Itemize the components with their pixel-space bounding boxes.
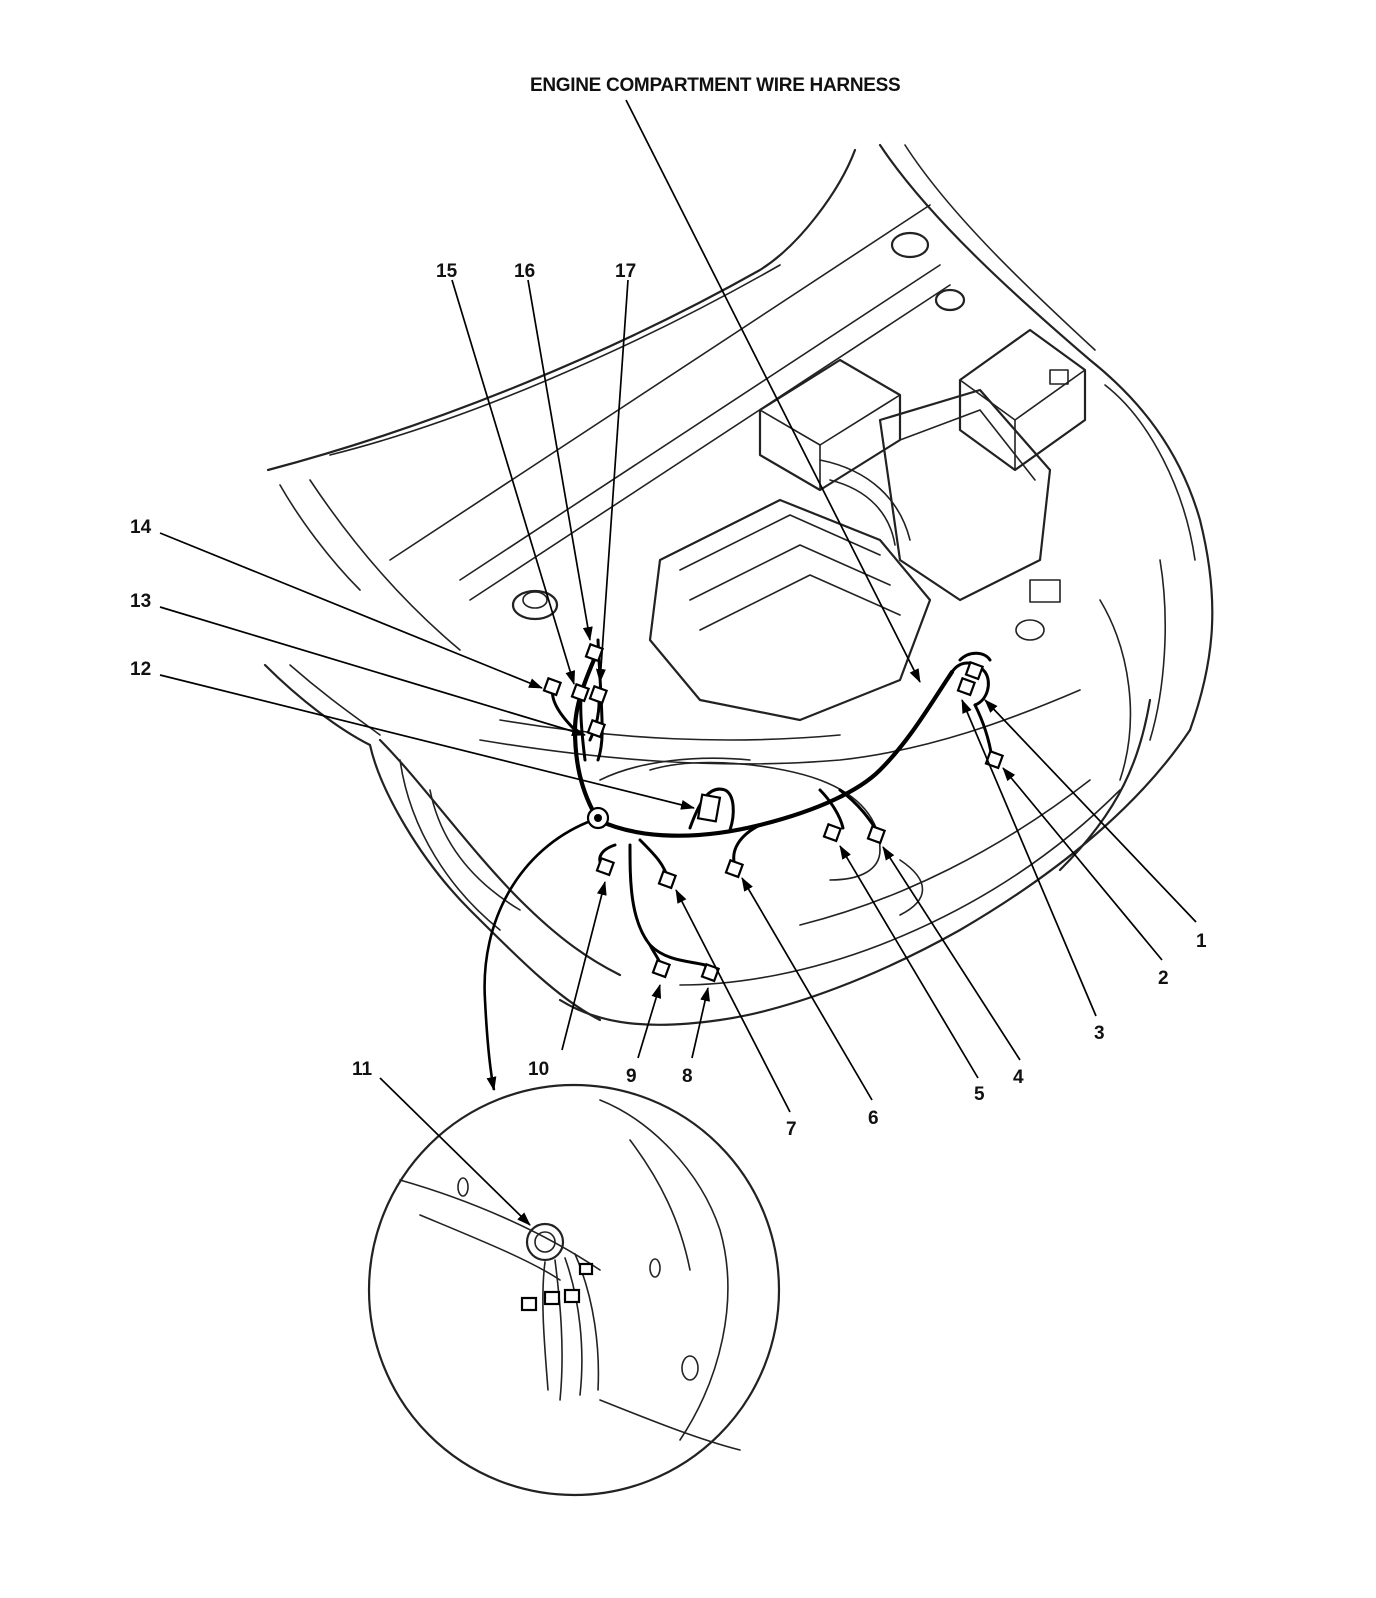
leader-11 bbox=[379, 1077, 531, 1226]
callout-1: 1 bbox=[1196, 931, 1207, 952]
leader-9 bbox=[637, 984, 662, 1059]
callout-7: 7 bbox=[786, 1119, 797, 1140]
callout-17: 17 bbox=[615, 261, 636, 282]
leader-title bbox=[625, 99, 921, 683]
callout-3: 3 bbox=[1094, 1023, 1105, 1044]
callout-15: 15 bbox=[436, 261, 458, 282]
engine-bay-components bbox=[389, 204, 1087, 881]
callout-12: 12 bbox=[130, 659, 151, 680]
leader-17 bbox=[595, 279, 629, 683]
diagram-title: ENGINE COMPARTMENT WIRE HARNESS bbox=[530, 75, 900, 96]
inset-arrow bbox=[483, 820, 589, 1091]
leader-13 bbox=[159, 606, 586, 737]
inset-detail-circle bbox=[367, 1083, 781, 1497]
callout-16: 16 bbox=[514, 261, 535, 282]
leader-lines bbox=[159, 99, 1197, 1226]
leader-7 bbox=[675, 889, 791, 1113]
leader-16 bbox=[527, 279, 593, 641]
callout-8: 8 bbox=[682, 1066, 693, 1087]
callout-14: 14 bbox=[130, 517, 152, 538]
callout-11: 11 bbox=[352, 1059, 373, 1080]
leader-2 bbox=[1002, 767, 1163, 961]
callout-4: 4 bbox=[1013, 1067, 1024, 1088]
callout-13: 13 bbox=[130, 591, 151, 612]
vehicle-outline bbox=[263, 143, 1214, 1026]
leader-5 bbox=[839, 845, 979, 1079]
callout-6: 6 bbox=[868, 1108, 879, 1129]
leader-14 bbox=[159, 532, 543, 689]
callout-2: 2 bbox=[1158, 968, 1169, 989]
leader-1 bbox=[984, 699, 1197, 923]
leader-8 bbox=[691, 987, 710, 1059]
wire-harness bbox=[542, 638, 1005, 983]
leader-3 bbox=[961, 699, 1097, 1017]
callout-5: 5 bbox=[974, 1084, 985, 1105]
leader-15 bbox=[451, 279, 576, 685]
leader-4 bbox=[882, 846, 1021, 1061]
callout-9: 9 bbox=[626, 1066, 637, 1087]
leader-12 bbox=[159, 674, 695, 810]
callout-10: 10 bbox=[528, 1059, 549, 1080]
leader-10 bbox=[561, 881, 607, 1051]
leader-6 bbox=[741, 877, 873, 1101]
